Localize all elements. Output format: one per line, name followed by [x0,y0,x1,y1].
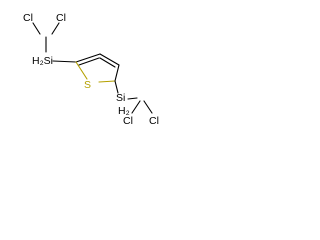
atom-si-bottom: Si [116,92,125,104]
bond-cl-c-top-right [51,22,60,35]
atom-cl-top-right: Cl [56,12,66,24]
bond-cl-c-top-left [32,22,41,35]
ring-bond-c4-c5 [114,64,120,82]
bond-si-c-bottom [127,97,138,100]
molecule-structure-diagram: Cl Cl H₂Si S Si H₂ Cl Cl [23,12,159,127]
atom-cl-top-left: Cl [23,12,33,24]
ring-bond-c3-c4-double [99,57,116,68]
ring-bond-c3-c4 [99,53,120,66]
atom-cl-bottom-right: Cl [149,115,159,127]
ring-bond-c2-c3-double [78,57,100,66]
ring-bond-s-c2 [75,61,88,80]
bond-ring-si-bottom [114,80,119,94]
atom-si-top: H₂Si [32,55,53,67]
ring-bond-c2-c3 [75,53,101,63]
atom-sulfur: S [84,79,91,91]
bond-c-cl-bottom-left [131,100,141,114]
bond-c-cl-bottom-right [143,100,153,114]
ring-bond-c5-s [98,80,116,83]
atom-cl-bottom-left: Cl [123,115,133,127]
atom-si-bottom-hydrogens: H₂ [118,105,130,117]
bond-si-ring-top [52,60,77,63]
